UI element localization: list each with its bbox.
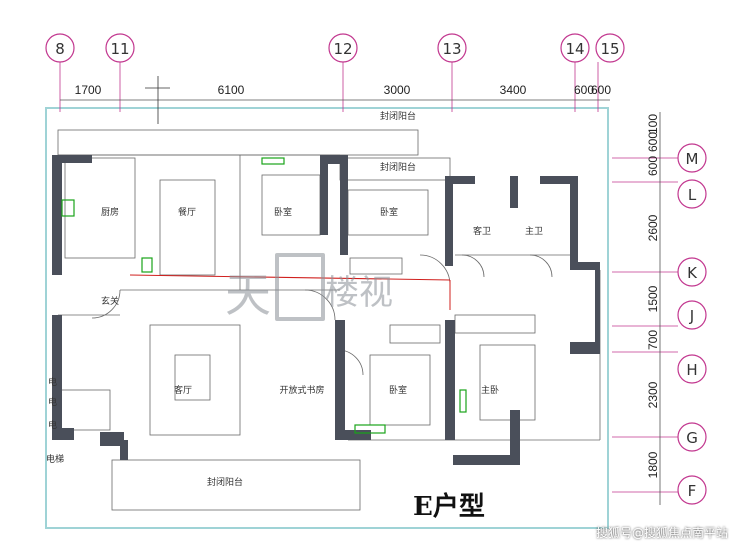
axis-label: M (686, 150, 699, 168)
right-dim-3: 600 (646, 156, 660, 176)
plan-title: E户型 (413, 492, 485, 522)
axis-marker-M: M (612, 143, 707, 173)
room-balcony-top: 封闭阳台 (380, 110, 416, 122)
accent-lines (61, 157, 467, 434)
right-dimension-line: 100 600 600 2600 1500 700 2300 1800 (646, 112, 661, 505)
room-left-3: 电 (48, 419, 57, 431)
axis-marker-15: 15 (595, 33, 625, 112)
watermark-char: 天 (225, 268, 271, 322)
top-dim-2: 6100 (218, 83, 245, 97)
right-dim-8: 1800 (646, 451, 660, 478)
room-kitchen: 厨房 (101, 206, 119, 218)
axis-label: 8 (55, 40, 65, 58)
axis-label: H (686, 361, 697, 379)
top-dim-1: 1700 (75, 83, 102, 97)
room-left-2: 电 (48, 396, 57, 408)
room-bedroom-2: 卧室 (380, 206, 398, 218)
axis-marker-K: K (612, 257, 707, 287)
watermark-box-icon (275, 253, 325, 321)
axis-marker-F: F (612, 475, 707, 505)
top-dim-6: 600 (591, 83, 611, 97)
axis-label: L (688, 186, 697, 204)
room-bath-2: 主卫 (525, 225, 543, 237)
axis-label: 12 (333, 40, 352, 58)
axis-marker-13: 13 (437, 33, 467, 112)
axis-marker-G: G (612, 422, 707, 452)
axis-label: F (688, 482, 697, 500)
top-dim-3: 3000 (384, 83, 411, 97)
room-left-4: 电梯 (46, 453, 64, 465)
axis-label: K (687, 264, 698, 282)
room-foyer: 玄关 (101, 295, 119, 307)
axis-label: G (686, 429, 698, 447)
room-open-study: 开放式书房 (279, 384, 324, 396)
room-dining: 餐厅 (178, 206, 196, 218)
right-dim-4: 2600 (646, 214, 660, 241)
right-axis-markers: M L K J H G F (612, 143, 707, 505)
outline-lines (57, 129, 601, 511)
axis-label: 11 (110, 40, 129, 58)
axis-marker-L: L (612, 179, 707, 209)
axis-label: 14 (565, 40, 584, 58)
top-dim-5: 600 (574, 83, 594, 97)
room-bedroom-1: 卧室 (274, 206, 292, 218)
walls (52, 155, 600, 465)
axis-marker-J: J (612, 300, 707, 330)
room-balcony-mid: 封闭阳台 (380, 161, 416, 173)
watermark-logo: 天 楼视 (225, 253, 405, 323)
right-dim-5: 1500 (646, 285, 660, 312)
room-balcony-bottom: 封闭阳台 (207, 476, 243, 488)
right-dim-6: 700 (646, 330, 660, 350)
room-master: 主卧 (481, 384, 499, 396)
axis-label: 13 (442, 40, 461, 58)
axis-label: 15 (600, 40, 619, 58)
top-dim-4: 3400 (500, 83, 527, 97)
right-dim-2: 600 (646, 132, 660, 152)
top-axis-markers: 8 11 12 13 14 15 (45, 33, 625, 112)
watermark-name: 楼视 (325, 273, 393, 313)
room-bedroom-3: 卧室 (389, 384, 407, 396)
axis-marker-8: 8 (45, 33, 75, 112)
room-bath-1: 客卫 (473, 225, 491, 237)
room-living: 客厅 (174, 384, 192, 396)
plan-frame (45, 107, 609, 529)
axis-marker-H: H (612, 351, 707, 384)
top-dimension-line: 1700 6100 3000 3400 600 600 (60, 76, 611, 124)
room-left-1: 电 (48, 376, 57, 388)
credit-text: 搜狐号@搜狐焦点南平站 (595, 526, 728, 540)
axis-label: J (689, 307, 694, 325)
axis-marker-12: 12 (328, 33, 358, 112)
axis-marker-14: 14 (560, 33, 590, 112)
right-dim-7: 2300 (646, 381, 660, 408)
axis-marker-11: 11 (105, 33, 135, 112)
right-dim-1: 100 (646, 114, 660, 134)
room-labels: 封闭阳台 封闭阳台 厨房 餐厅 卧室 卧室 客卫 主卫 玄关 客厅 开放式书房 … (46, 110, 543, 488)
